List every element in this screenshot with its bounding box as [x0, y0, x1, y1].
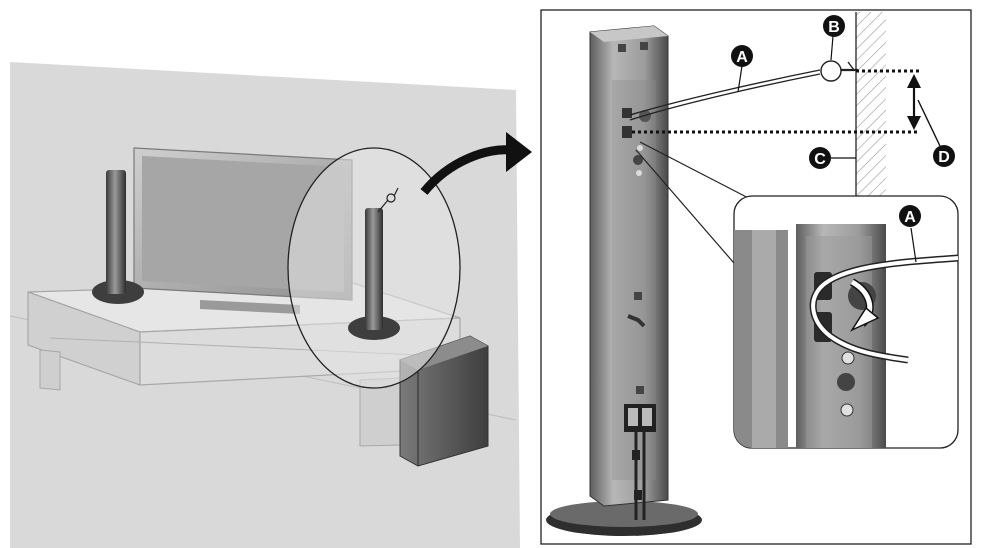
- callout-b-label: B: [828, 19, 840, 36]
- wall-hatching: [856, 12, 886, 202]
- callout-b: B: [823, 15, 845, 37]
- callout-a-top-label: A: [736, 49, 748, 66]
- callout-a-inset-label: A: [904, 209, 916, 226]
- callout-a-top: A: [731, 45, 753, 67]
- leader-a-top: [737, 65, 743, 93]
- leader-b: [830, 35, 834, 61]
- distance-arrow: [907, 74, 941, 147]
- room-scene: [9, 62, 532, 548]
- callout-d: D: [933, 145, 955, 167]
- leader-a-inset: [910, 227, 917, 263]
- fall-prevention-wire: [629, 69, 821, 116]
- callout-a-inset: A: [899, 205, 921, 227]
- callout-c-label: C: [814, 151, 826, 168]
- callout-c: C: [809, 147, 831, 169]
- callout-d-label: D: [938, 149, 950, 166]
- zoom-circle: [287, 147, 461, 389]
- left-speaker: [92, 170, 144, 304]
- screw-eye-hook: [820, 60, 858, 82]
- inset-detail: [635, 141, 959, 449]
- detail-panel: A B C D A: [540, 9, 972, 545]
- zoom-arrow: [420, 132, 532, 195]
